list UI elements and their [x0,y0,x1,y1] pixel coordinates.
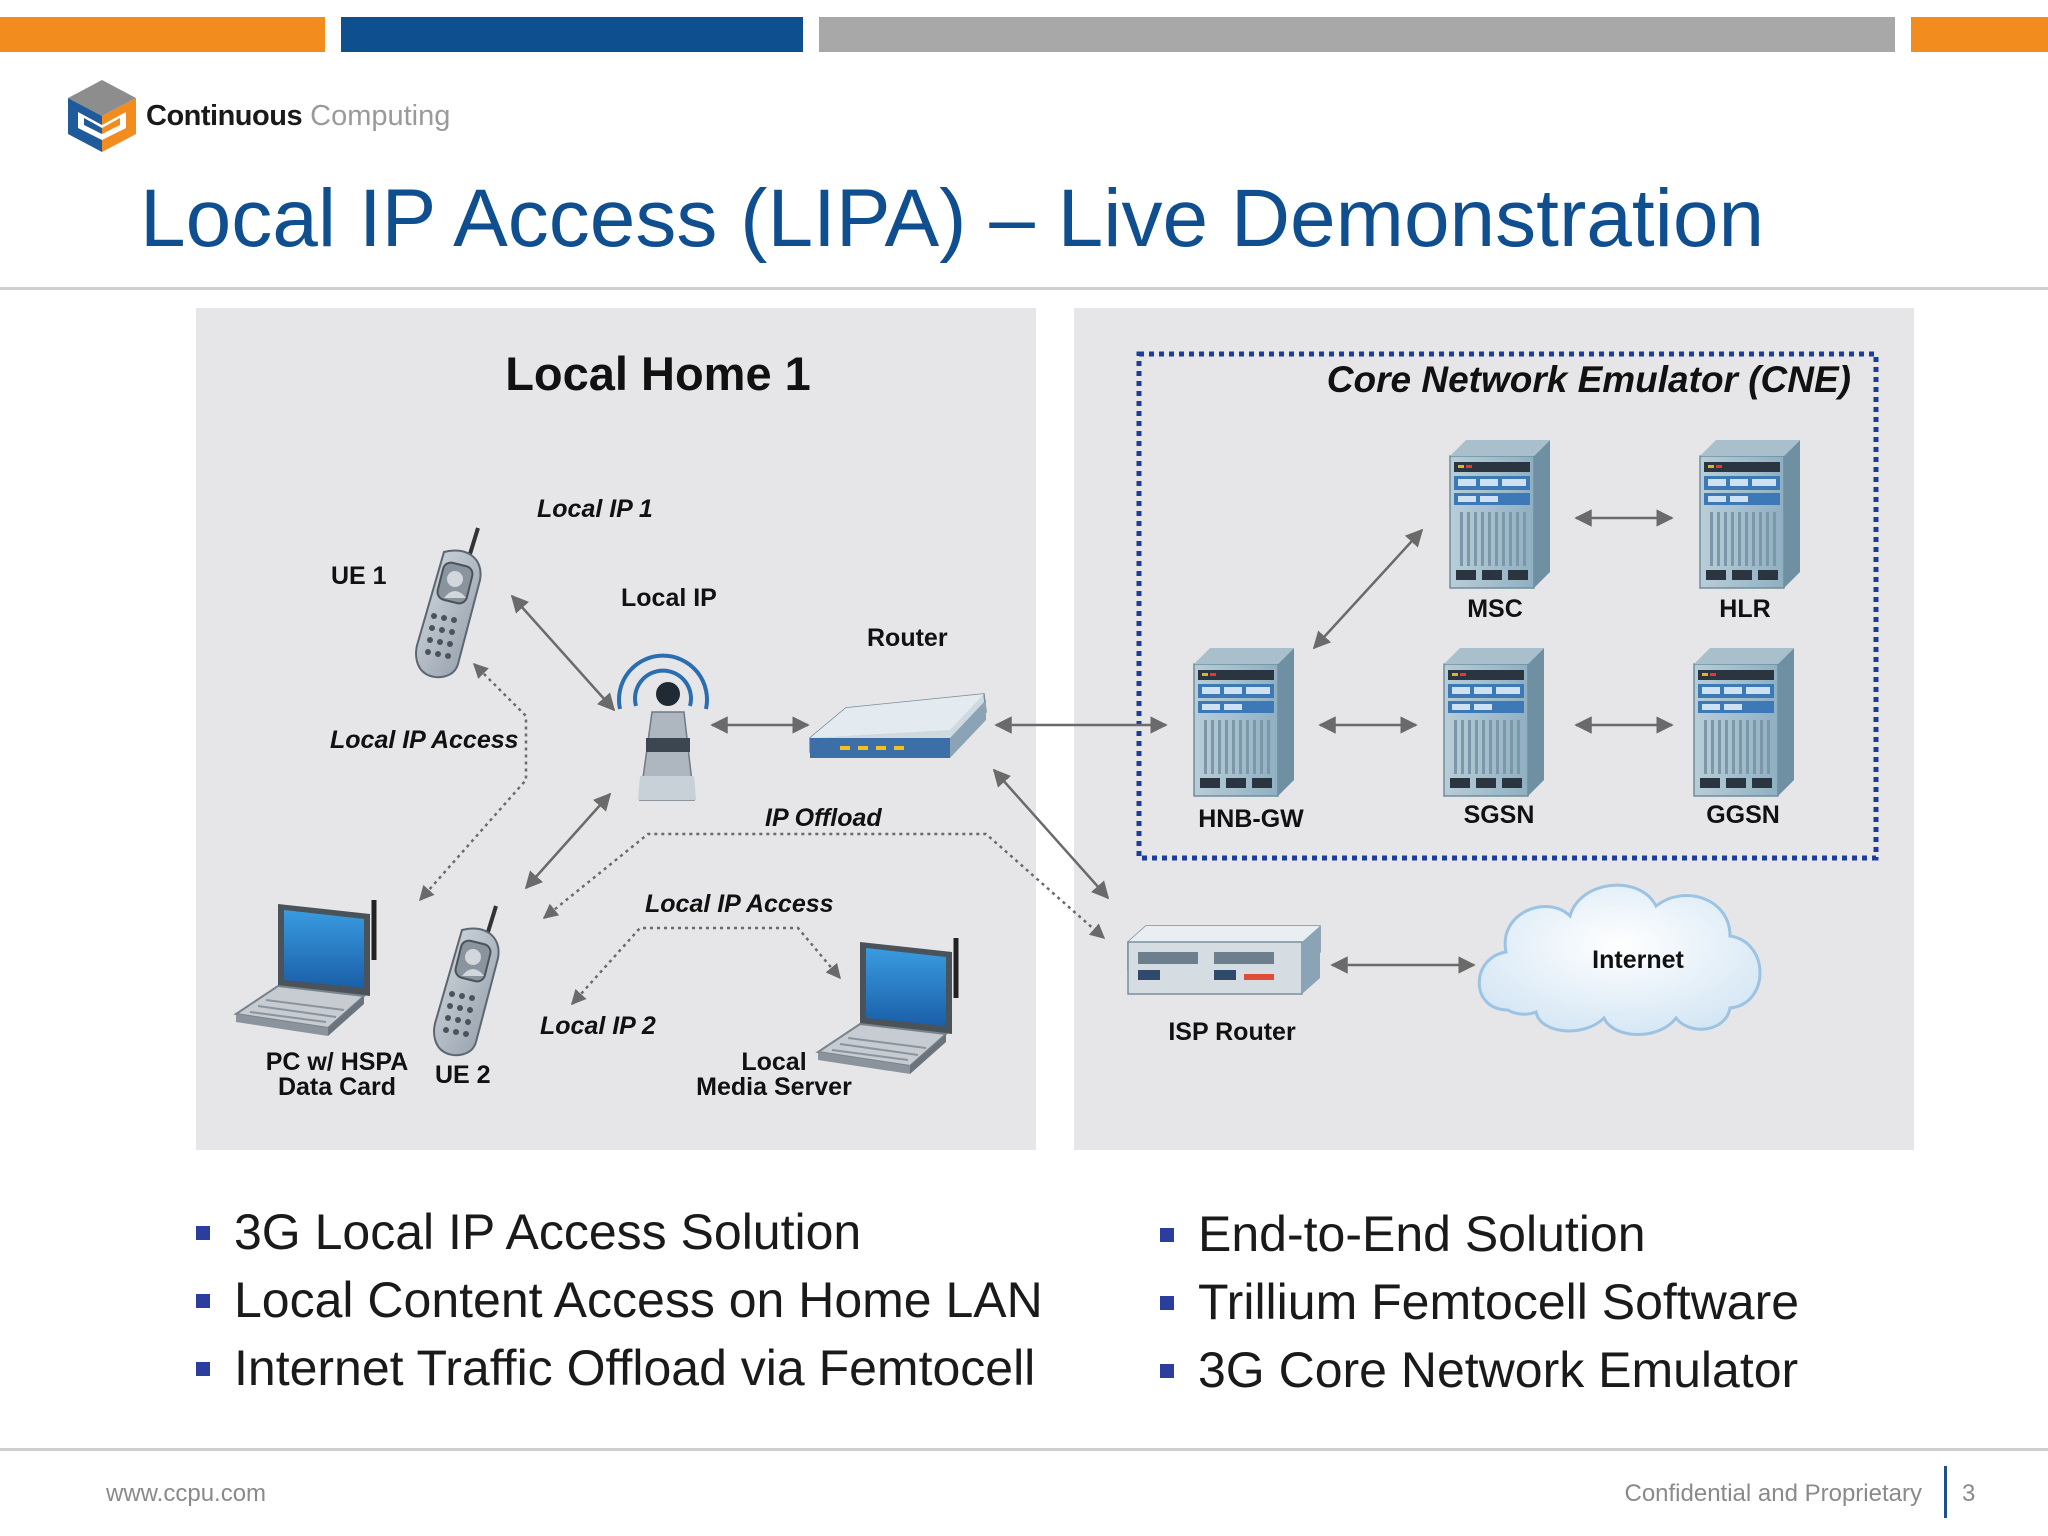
top-bar-blue [341,17,803,52]
title-divider [0,287,2048,290]
footer-separator [1944,1466,1947,1518]
label-ggsn: GGSN [1706,801,1780,829]
logo-light-text: Computing [310,100,451,132]
bullet-item: 3G Core Network Emulator [1160,1336,1799,1404]
label-local-ip-access-left: Local IP Access [330,726,519,754]
label-media-line2: Media Server [696,1073,852,1101]
arrow-router-isp [992,768,1110,900]
label-internet: Internet [1592,946,1684,974]
label-hnbgw: HNB-GW [1198,805,1304,833]
bullet-square-icon [196,1362,210,1376]
label-ue2: UE 2 [435,1061,491,1089]
label-router: Router [867,624,948,652]
arrow-ue1-femto [510,594,616,712]
label-sgsn: SGSN [1464,801,1535,829]
label-isp-router: ISP Router [1168,1018,1296,1046]
cube-logo-icon [68,80,136,152]
label-media-line1: Local [741,1048,806,1076]
isp-router-icon [1127,925,1321,995]
footer-divider [0,1448,2048,1451]
label-local-ip-2: Local IP 2 [540,1012,656,1040]
cne-title: Core Network Emulator (CNE) [1327,359,1851,400]
bullet-item: End-to-End Solution [1160,1200,1799,1268]
bullet-square-icon [1160,1296,1174,1310]
label-local-ip-access-mid: Local IP Access [645,890,834,918]
dotted-ip-offload [542,832,1106,939]
label-ip-offload: IP Offload [765,804,882,832]
page-title: Local IP Access (LIPA) – Live Demonstrat… [140,173,1765,264]
bullet-list-left: 3G Local IP Access Solution Local Conten… [196,1198,1043,1402]
hnbgw-server-icon [1193,647,1295,797]
label-local-ip-1: Local IP 1 [537,495,653,523]
router-icon [809,693,987,758]
cne-boundary [1136,351,1879,861]
dotted-local-ip-access-mid [570,926,841,1006]
bullet-text: Local Content Access on Home LAN [234,1272,1043,1328]
page-number: 3 [1962,1480,1976,1507]
company-logo-text: Continuous Computing [146,100,450,133]
logo-bold-text: Continuous [146,100,303,132]
footer-confidential: Confidential and Proprietary [1624,1480,1922,1507]
label-pc-line1: PC w/ HSPA [266,1048,409,1076]
bullet-square-icon [1160,1364,1174,1378]
bullet-text: 3G Core Network Emulator [1198,1342,1799,1398]
label-ue1: UE 1 [331,562,387,590]
dotted-local-ip-access-left [419,662,528,902]
bullet-square-icon [1160,1228,1174,1242]
cloud-icon [1477,883,1762,1036]
bullet-list-right: End-to-End Solution Trillium Femtocell S… [1160,1200,1799,1404]
femtocell-icon [617,653,709,801]
bullet-text: Internet Traffic Offload via Femtocell [234,1340,1036,1396]
bullet-text: 3G Local IP Access Solution [234,1204,862,1260]
local-home-title: Local Home 1 [505,347,811,400]
bullet-item: Local Content Access on Home LAN [196,1266,1043,1334]
ggsn-server-icon [1693,647,1795,797]
sgsn-server-icon [1443,647,1545,797]
bullet-item: Trillium Femtocell Software [1160,1268,1799,1336]
arrow-ue2-femto [524,792,612,890]
label-hlr: HLR [1719,595,1770,623]
bullet-square-icon [196,1226,210,1240]
bullet-square-icon [196,1294,210,1308]
label-local-ip: Local IP [621,584,717,612]
lipa-network-diagram: Local Home 1 Core Network Emulator (CNE) [196,308,1914,1150]
bullet-text: Trillium Femtocell Software [1198,1274,1800,1330]
bullet-item: Internet Traffic Offload via Femtocell [196,1334,1043,1402]
label-msc: MSC [1467,595,1523,623]
hlr-server-icon [1699,439,1801,589]
top-bar-orange-right [1911,17,2048,52]
bullet-item: 3G Local IP Access Solution [196,1198,1043,1266]
footer-url: www.ccpu.com [106,1480,267,1507]
label-pc-line2: Data Card [278,1073,396,1101]
arrow-hnbgw-msc [1312,528,1424,650]
bullet-text: End-to-End Solution [1198,1206,1646,1262]
msc-server-icon [1449,439,1551,589]
top-bar-gray [819,17,1895,52]
top-bar-orange-left [0,17,325,52]
